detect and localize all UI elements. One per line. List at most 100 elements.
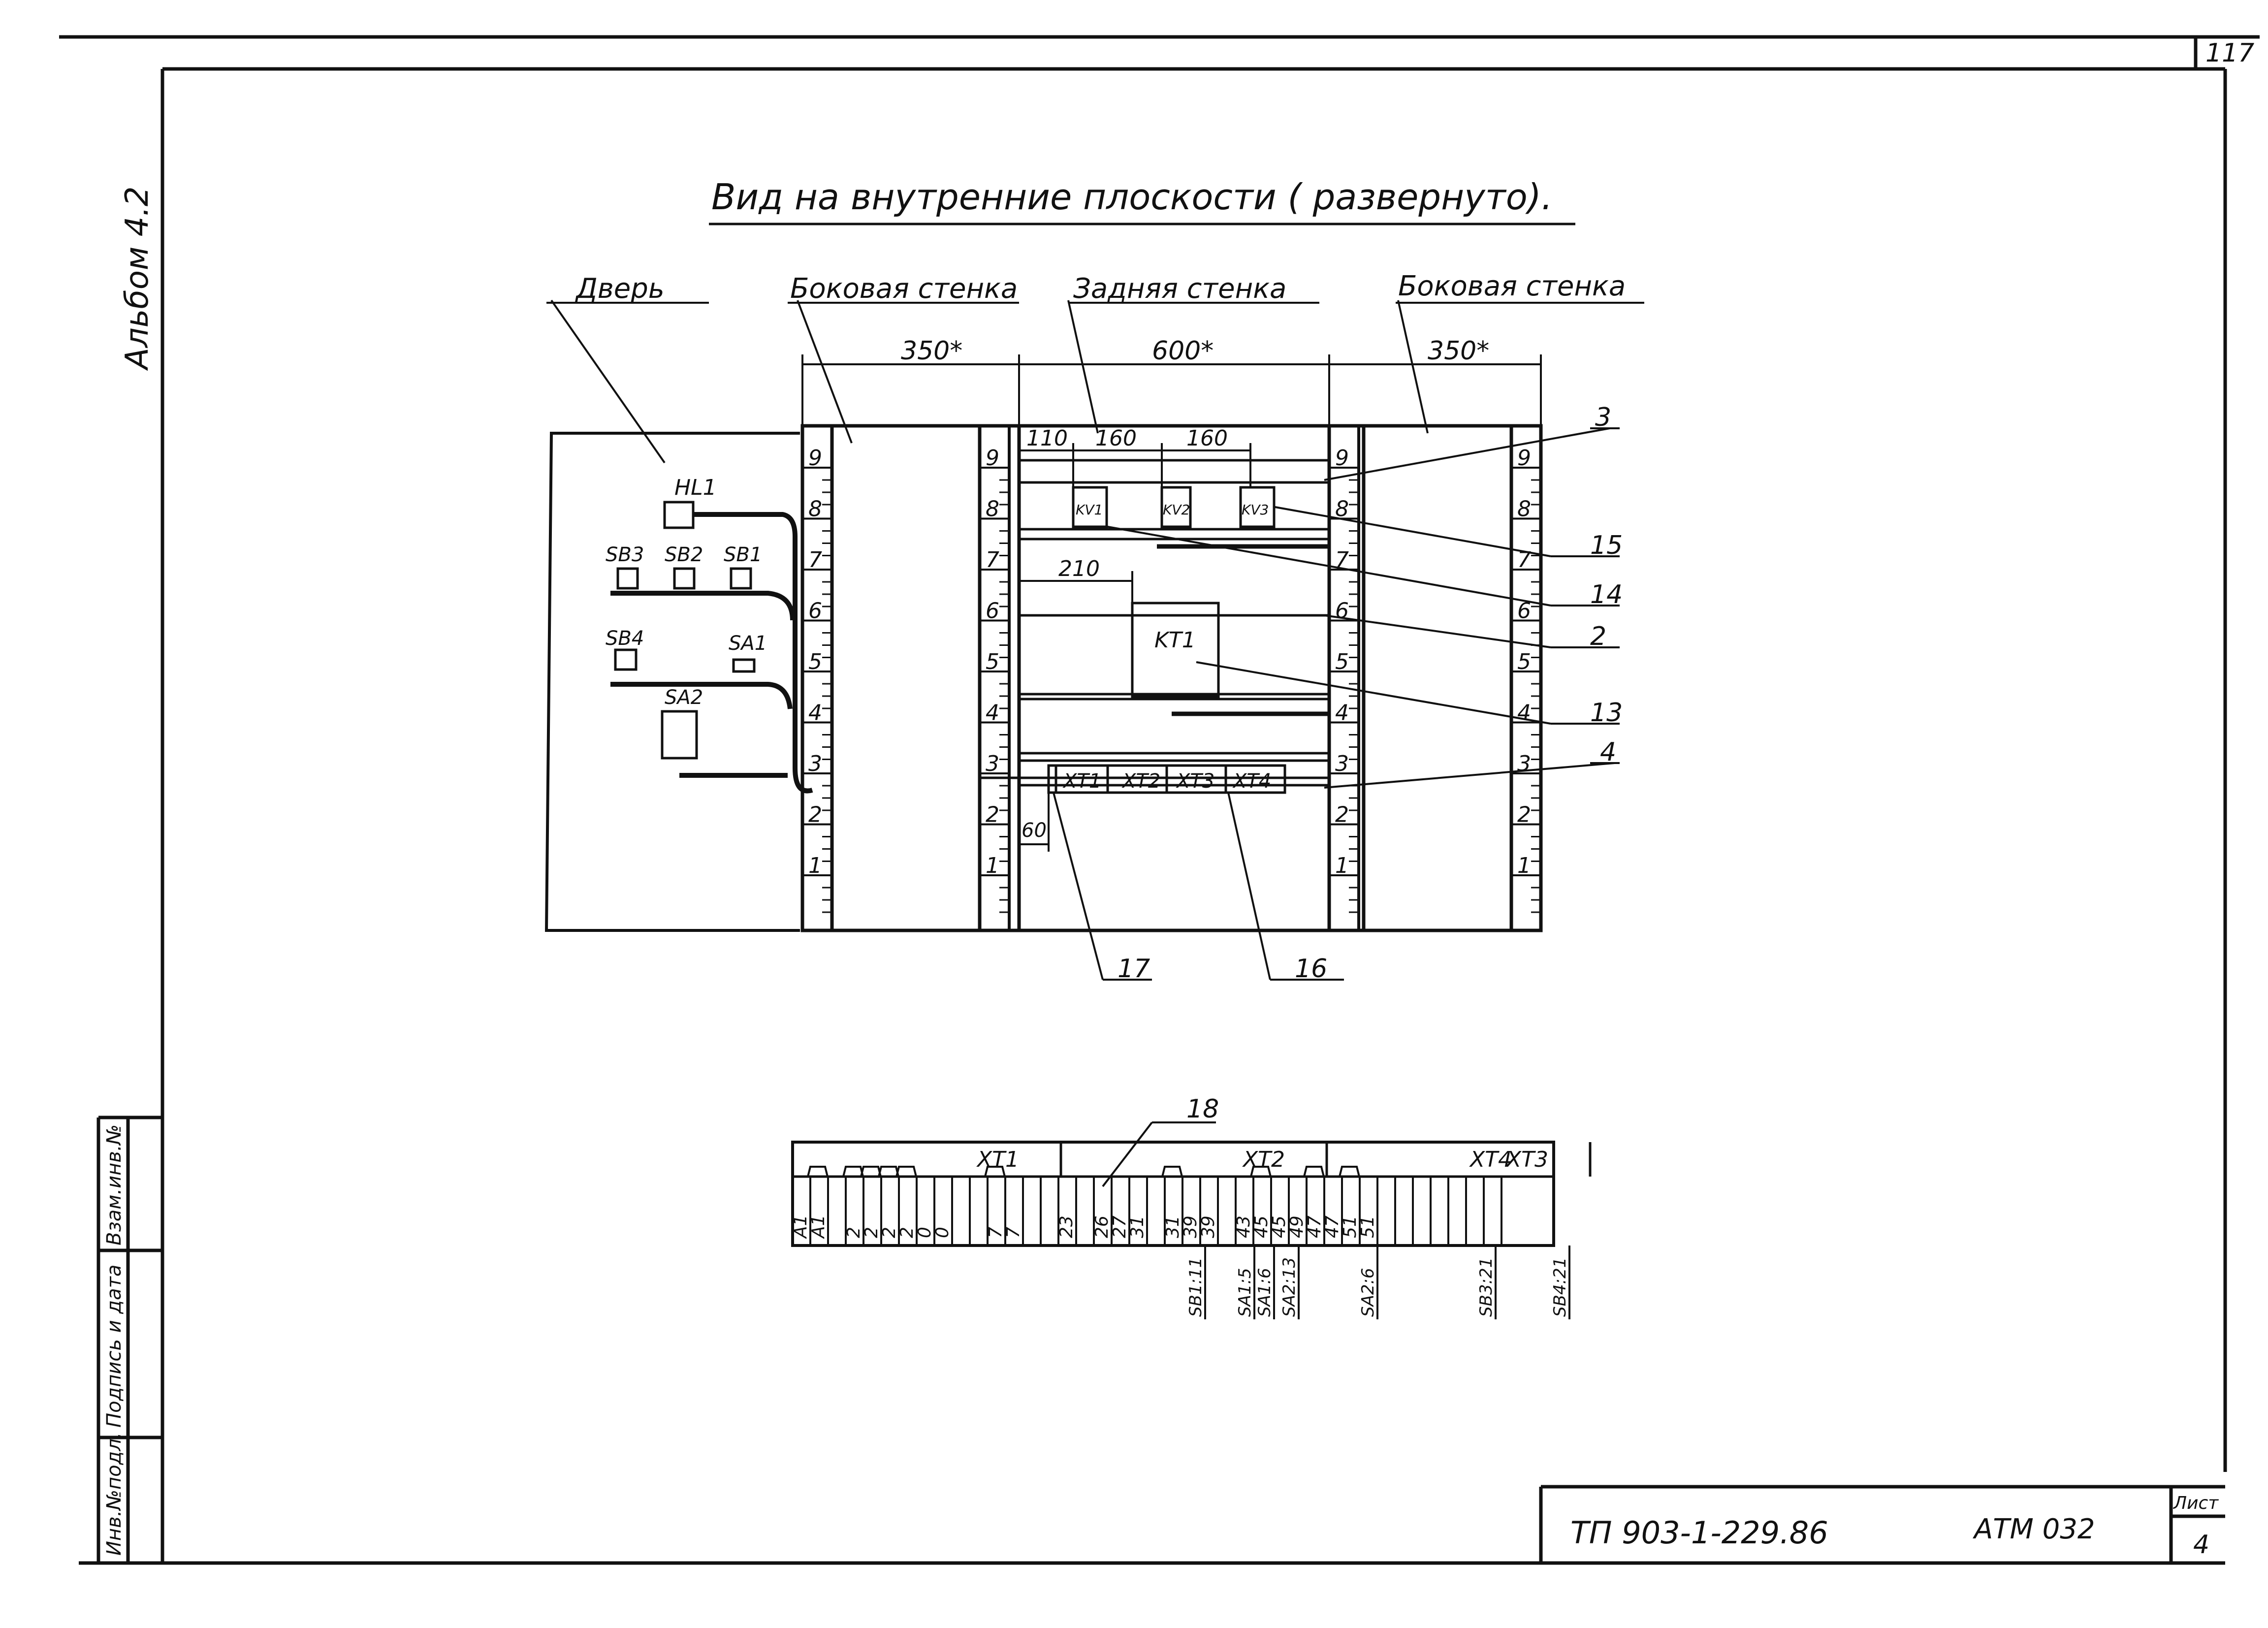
strip-cell-label: 2	[844, 1227, 864, 1238]
callout-2: 2	[1590, 622, 1606, 651]
strip-cell-label: 43	[1234, 1215, 1254, 1238]
strip-cell-label: 31	[1127, 1215, 1148, 1238]
strip-jumper	[878, 1166, 899, 1177]
scale-number: 4	[1335, 701, 1349, 726]
strip-cell-label: 39	[1181, 1215, 1201, 1238]
callout-14: 14	[1590, 580, 1623, 609]
label-kv3: KV3	[1242, 502, 1269, 518]
scale-number: 4	[986, 701, 999, 726]
label-kt1: KT1	[1154, 628, 1196, 653]
label-xt4: XT4	[1232, 770, 1271, 793]
dim-210: 210	[1058, 556, 1100, 581]
scale-number: 3	[808, 751, 822, 776]
strip-jumper	[860, 1166, 882, 1177]
dim-left: 350*	[901, 336, 962, 366]
scale-number: 2	[986, 802, 999, 828]
strip-cell-label: 2	[897, 1227, 917, 1238]
strip-jumper	[895, 1166, 917, 1177]
strip-block-label: XT1	[976, 1147, 1019, 1172]
strip-cell-label: 47	[1322, 1215, 1342, 1238]
dim-back: 600*	[1152, 336, 1214, 366]
wire-label: SA1:6	[1255, 1268, 1275, 1317]
strip-block-label: XT2	[1242, 1147, 1285, 1172]
scale-number: 3	[986, 751, 999, 776]
label-sa2: SA2	[665, 686, 703, 709]
strip-jumper	[1161, 1166, 1183, 1177]
wire-label: SA2:6	[1358, 1268, 1378, 1317]
scale-number: 6	[1335, 599, 1349, 624]
strip-jumper	[1303, 1166, 1325, 1177]
scale-number: 1	[1517, 853, 1531, 878]
strip-cell-label: 45	[1269, 1215, 1289, 1238]
stamp-inv-label: Инв.№подл.	[103, 1432, 126, 1556]
dim-110: 110	[1026, 426, 1068, 451]
scale-number: 2	[1335, 802, 1349, 828]
label-sa1: SA1	[729, 632, 767, 655]
dim-right: 350*	[1428, 336, 1489, 366]
strip-cell-label: 39	[1198, 1215, 1218, 1238]
overall-dimensions	[801, 354, 1542, 428]
scale-number: 4	[808, 701, 822, 726]
scale-number: 4	[1517, 701, 1531, 726]
strip-cell-label: 0	[932, 1227, 953, 1238]
strip-cell-label: A1	[791, 1214, 811, 1239]
label-side-right: Боковая стенка	[1398, 270, 1626, 302]
strip-jumper	[1339, 1166, 1360, 1177]
scale-number: 8	[1517, 497, 1531, 522]
scale-number: 7	[808, 547, 822, 573]
strip-cell-label: 47	[1305, 1215, 1325, 1238]
label-sb4: SB4	[606, 627, 644, 650]
scale-number: 3	[1517, 751, 1531, 776]
scale-number: 9	[1517, 446, 1531, 471]
scale-number: 9	[808, 446, 822, 471]
scale-number: 6	[808, 599, 822, 624]
wire-label: SB4:21	[1550, 1257, 1570, 1317]
strip-cell-label: 0	[915, 1227, 935, 1238]
scale-number: 9	[1335, 446, 1349, 471]
label-back: Задняя стенка	[1073, 273, 1286, 305]
strip-cell-label: 23	[1056, 1215, 1077, 1238]
callout-4: 4	[1600, 737, 1616, 767]
strip-cell-label: 31	[1163, 1215, 1183, 1238]
strip-cell-label: 7	[986, 1227, 1006, 1238]
strip-cell-label: 2	[879, 1227, 899, 1238]
scale-number: 5	[1335, 649, 1349, 674]
scale-rail-body	[1510, 424, 1542, 932]
wire-label: SA2:13	[1279, 1257, 1299, 1317]
label-hl1: HL1	[674, 475, 717, 500]
scale-number: 5	[808, 649, 822, 674]
scale-number: 5	[986, 649, 999, 674]
strip-cell-label: 51	[1340, 1215, 1360, 1238]
scale-number: 5	[1517, 649, 1531, 674]
strip-jumper	[1250, 1166, 1272, 1177]
dim-160-a: 160	[1095, 426, 1137, 451]
strip-cell-label: 2	[862, 1227, 882, 1238]
callout-18: 18	[1186, 1094, 1219, 1124]
label-side-left: Боковая стенка	[790, 273, 1018, 305]
label-sb3: SB3	[606, 543, 644, 566]
scale-number: 6	[986, 599, 999, 624]
view-title: Вид на внутренние плоскости ( развернуто…	[711, 176, 1553, 218]
corner-number: 117	[2205, 38, 2254, 68]
strip-block-label: XT4	[1469, 1147, 1512, 1172]
scale-rail-body	[978, 424, 1011, 932]
scale-number: 2	[808, 802, 822, 828]
album-label: Альбом 4.2	[119, 187, 156, 371]
wire-label: SB1:11	[1186, 1257, 1206, 1317]
sheet-frame	[59, 35, 2260, 1565]
strip-block-label: XT3	[1505, 1147, 1548, 1172]
strip-cell-label: 51	[1358, 1215, 1378, 1238]
callout-13: 13	[1590, 698, 1623, 728]
label-xt1: XT1	[1062, 770, 1101, 793]
scale-number: 8	[808, 497, 822, 522]
callout-3: 3	[1595, 403, 1611, 432]
scale-number: 1	[986, 853, 999, 878]
callout-17: 17	[1118, 954, 1150, 984]
callout-16: 16	[1295, 954, 1327, 984]
strip-jumper	[807, 1166, 829, 1177]
